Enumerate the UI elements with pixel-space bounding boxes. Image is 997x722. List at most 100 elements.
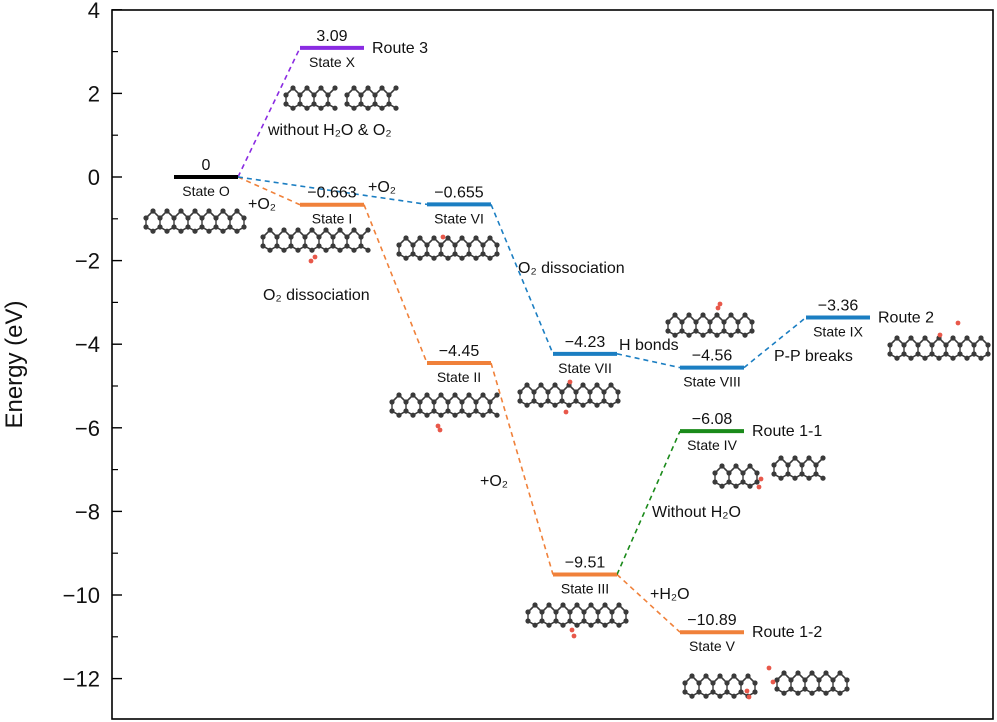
molecule-atom xyxy=(344,234,350,240)
molecule-atom xyxy=(552,382,558,388)
y-tick-label: −6 xyxy=(75,416,100,441)
molecule-atom xyxy=(206,208,212,214)
molecule-atom xyxy=(950,335,956,341)
y-tick-label: −10 xyxy=(63,583,100,608)
molecule-atom xyxy=(365,247,371,253)
state-name-VIII: State VIII xyxy=(683,374,741,390)
molecule-atom xyxy=(623,609,629,615)
molecule-atom xyxy=(806,455,812,461)
molecule-atom xyxy=(792,455,798,461)
molecule-atom xyxy=(788,686,794,692)
molecule-atom xyxy=(157,215,163,221)
molecule-atom xyxy=(752,680,758,686)
state-name-III: State III xyxy=(561,581,609,597)
molecule-atom xyxy=(726,470,732,476)
molecule-atom xyxy=(452,392,458,398)
molecule-atom xyxy=(220,208,226,214)
molecule-atom xyxy=(438,412,444,418)
molecule-atom xyxy=(700,312,706,318)
molecule-atom xyxy=(806,475,812,481)
molecule-atom xyxy=(538,382,544,388)
molecule-atom xyxy=(531,389,537,395)
molecule-atom xyxy=(887,351,893,357)
molecule-atom xyxy=(487,235,493,241)
molecule-atom xyxy=(693,319,699,325)
molecule-atom xyxy=(601,398,607,404)
oxygen-atom xyxy=(955,320,961,326)
molecule-atom xyxy=(487,399,493,405)
molecule-atom xyxy=(206,228,212,234)
molecule-atom xyxy=(297,101,303,107)
molecule-atom xyxy=(389,399,395,405)
molecule-state-III xyxy=(525,602,629,639)
energy-value-VI: −0.655 xyxy=(434,184,483,201)
molecule-atom xyxy=(588,622,594,628)
molecule-atom xyxy=(220,228,226,234)
molecule-atom xyxy=(480,251,486,257)
connection-O-VI xyxy=(237,176,428,206)
annotation-o2_diss_a: O₂ dissociation xyxy=(263,287,370,304)
molecule-atom xyxy=(466,251,472,257)
molecule-atom xyxy=(894,335,900,341)
molecule-atom xyxy=(710,689,716,695)
molecule-structures xyxy=(143,85,991,700)
molecule-atom xyxy=(740,470,746,476)
molecule-atom xyxy=(609,618,615,624)
molecule-atom xyxy=(403,408,409,414)
molecule-atom xyxy=(386,92,392,98)
molecule-atom xyxy=(192,228,198,234)
molecule-atom xyxy=(560,602,566,608)
molecule-atom xyxy=(795,690,801,696)
molecule-atom xyxy=(473,255,479,261)
state-name-O: State O xyxy=(182,183,230,199)
oxygen-atom xyxy=(435,423,441,429)
molecule-atom xyxy=(559,389,565,395)
oxygen-atom xyxy=(312,254,318,260)
molecule-atom xyxy=(365,227,371,233)
molecule-atom xyxy=(164,208,170,214)
molecule-atom xyxy=(778,455,784,461)
molecule-atom xyxy=(539,609,545,615)
molecule-atom xyxy=(403,255,409,261)
molecule-atom xyxy=(608,382,614,388)
molecule-atom xyxy=(431,255,437,261)
molecule-atom xyxy=(580,402,586,408)
molecule-atom xyxy=(820,475,826,481)
route-label: Route 3 xyxy=(372,40,428,57)
molecule-atom xyxy=(837,690,843,696)
oxygen-atom xyxy=(717,301,723,307)
molecule-atom xyxy=(480,412,486,418)
molecule-atom xyxy=(396,242,402,248)
energy-levels xyxy=(174,45,870,635)
molecule-atom xyxy=(274,234,280,240)
molecule-atom xyxy=(337,247,343,253)
molecule-atom xyxy=(752,689,758,695)
energy-value-IX: −3.36 xyxy=(818,297,859,314)
molecule-atom xyxy=(686,332,692,338)
molecule-atom xyxy=(560,622,566,628)
molecule-atom xyxy=(665,328,671,334)
molecule-atom xyxy=(738,689,744,695)
molecule-atom xyxy=(588,602,594,608)
molecule-atom xyxy=(424,242,430,248)
molecule-atom xyxy=(908,355,914,361)
molecule-atom xyxy=(703,673,709,679)
molecule-atom xyxy=(587,389,593,395)
molecule-atom xyxy=(745,673,751,679)
molecule-atom xyxy=(157,224,163,230)
oxygen-atom xyxy=(744,688,750,694)
molecule-atom xyxy=(747,463,753,469)
molecule-atom xyxy=(771,471,777,477)
molecule-atom xyxy=(733,463,739,469)
molecule-atom xyxy=(816,686,822,692)
molecule-atom xyxy=(682,689,688,695)
molecule-atom xyxy=(985,351,991,357)
y-tick-label: −12 xyxy=(63,667,100,692)
molecule-atom xyxy=(459,408,465,414)
molecule-atom xyxy=(424,392,430,398)
molecule-atom xyxy=(267,247,273,253)
molecule-atom xyxy=(742,312,748,318)
molecule-state-VIII xyxy=(665,301,755,338)
molecule-atom xyxy=(792,475,798,481)
